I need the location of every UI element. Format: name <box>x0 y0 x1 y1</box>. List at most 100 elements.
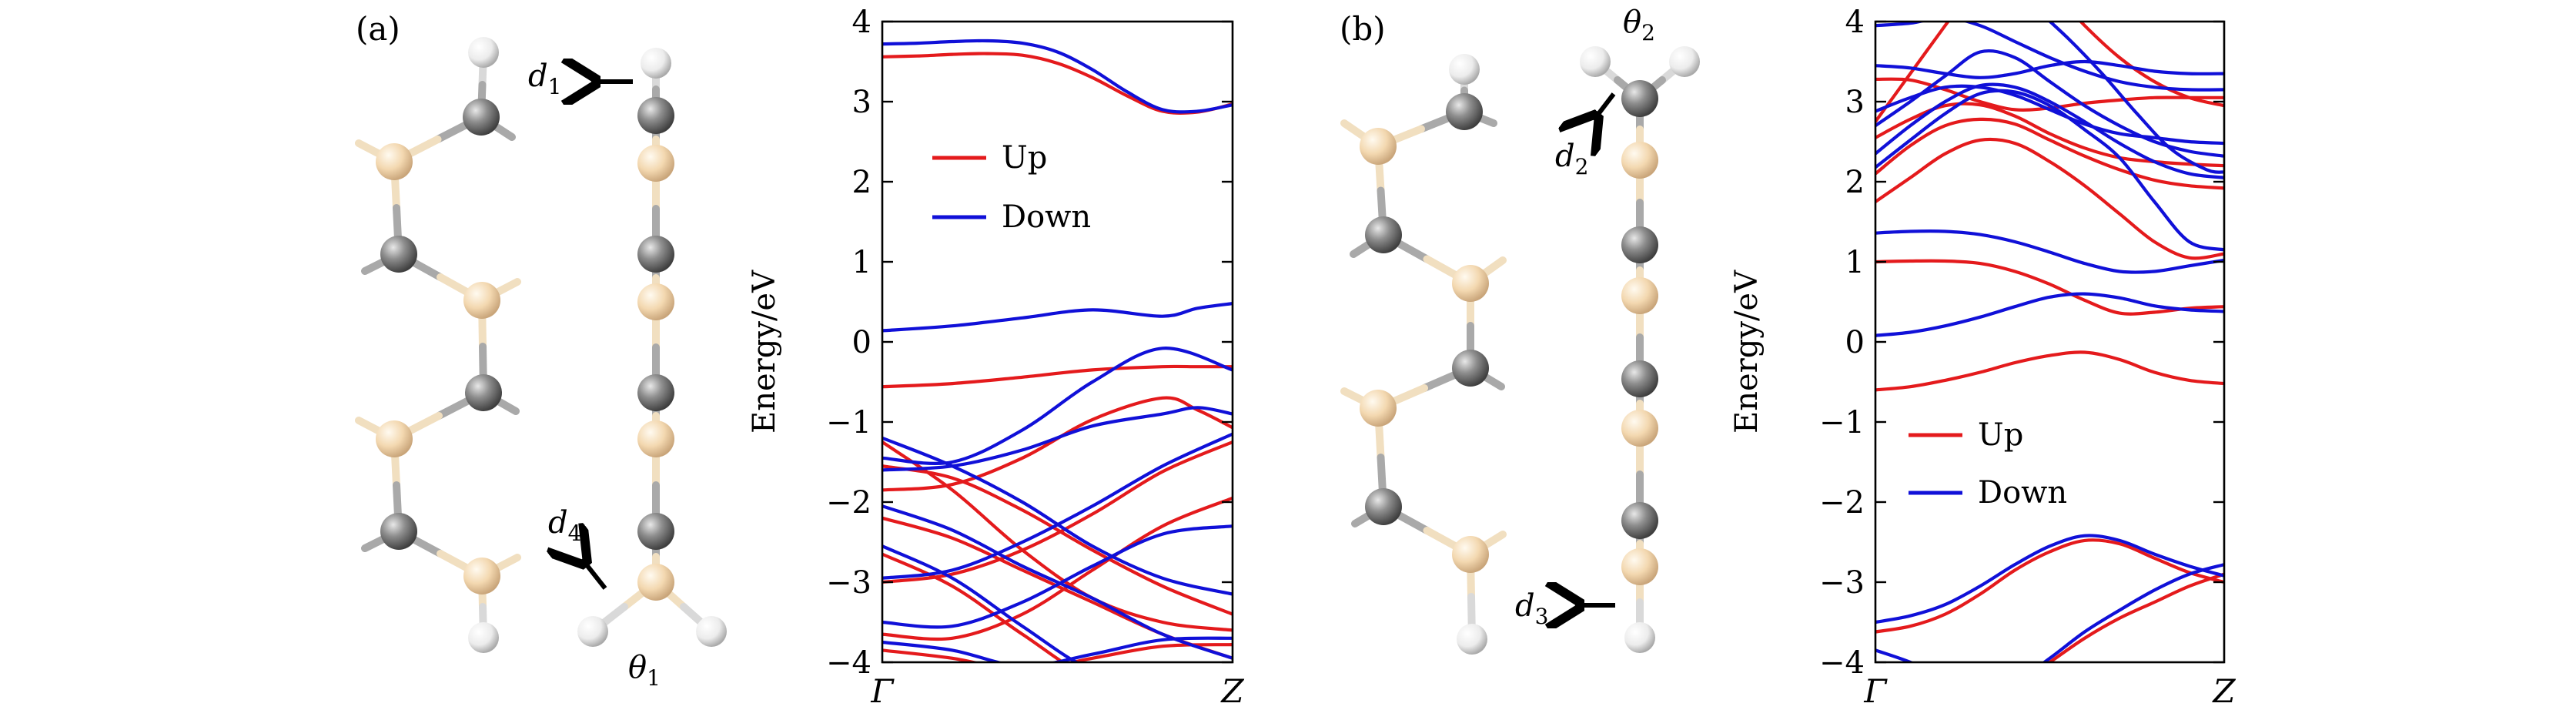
band-down-1 <box>1875 229 2224 274</box>
label-d4: d4 <box>548 505 581 546</box>
band-down-4 <box>1875 89 2224 252</box>
band-down-10 <box>2047 22 2224 174</box>
legend-a-down-label: Down <box>1002 199 1091 235</box>
boron-atom <box>376 420 413 457</box>
boron-atom <box>1621 142 1658 179</box>
ytick-label: 3 <box>1845 85 1865 120</box>
svg-text:d4: d4 <box>548 505 581 546</box>
chart-a-xtick-z: Z <box>1219 672 1244 710</box>
svg-text:θ2: θ2 <box>1623 5 1655 45</box>
chart-b-legend: Up Down <box>1909 417 2067 511</box>
carbon-atom <box>1621 502 1658 539</box>
zigzag-chain-a <box>355 37 521 653</box>
band-down-0 <box>1875 292 2224 337</box>
band-up-7 <box>882 552 1066 662</box>
band-up-1 <box>882 364 1233 389</box>
boron-atom <box>463 282 500 319</box>
ytick-label: 0 <box>852 325 871 360</box>
boron-atom <box>1452 265 1489 302</box>
ytick-label: 4 <box>1845 5 1865 40</box>
band-up-9 <box>2078 22 2224 108</box>
ytick-label: −2 <box>826 485 871 521</box>
boron-atom <box>1360 390 1397 427</box>
carbon-atom <box>465 374 502 411</box>
linear-chain-a <box>577 48 727 647</box>
boron-atom <box>637 145 674 182</box>
carbon-atom <box>1621 80 1658 117</box>
band-down-8 <box>1875 59 2224 79</box>
band-up-3 <box>2046 572 2224 662</box>
band-down-8 <box>882 544 1080 662</box>
band-down-4 <box>882 406 1233 472</box>
band-down-3 <box>1875 563 2224 662</box>
carbon-atom <box>1365 216 1402 253</box>
carbon-atom <box>637 97 674 134</box>
zigzag-chain-b <box>1340 54 1507 655</box>
band-down-1 <box>882 302 1233 333</box>
band-up-9 <box>882 440 1233 632</box>
band-up-2 <box>1875 538 2224 634</box>
hydrogen-atom <box>577 616 608 647</box>
carbon-atom <box>1621 360 1658 397</box>
band-up-6 <box>882 496 1233 641</box>
chart-b-xtick-gamma: Γ <box>1863 672 1888 710</box>
carbon-atom <box>1452 350 1489 387</box>
boron-atom <box>463 558 500 594</box>
panel-label-a: (a) <box>356 10 400 48</box>
boron-atom <box>1452 536 1489 573</box>
hydrogen-atom <box>1580 46 1611 77</box>
arrow-d4 <box>582 559 607 590</box>
structure-b: (b) θ2 d2 d3 <box>1340 5 1700 655</box>
chart-frame <box>881 20 1234 664</box>
hydrogen-atom <box>1669 46 1700 77</box>
chart-a-plot-area <box>882 39 1233 662</box>
carbon-atom <box>637 236 674 273</box>
band-up-3 <box>882 464 1233 616</box>
ytick-label: −1 <box>1819 405 1865 440</box>
band-down-6 <box>882 432 1233 580</box>
label-d3: d3 <box>1515 588 1548 629</box>
band-up-5 <box>1875 117 2224 190</box>
ytick-label: 2 <box>852 165 871 200</box>
structure-a: (a) d1 d4 θ1 <box>355 10 727 691</box>
band-up-8 <box>1875 22 1950 123</box>
ytick-label: 1 <box>1845 245 1865 280</box>
band-down-2 <box>1875 534 2224 625</box>
ytick-label: 0 <box>1845 325 1865 360</box>
ytick-label: −3 <box>826 565 871 601</box>
hydrogen-atom <box>1624 622 1655 653</box>
band-up-0 <box>1875 350 2224 392</box>
carbon-atom <box>637 513 674 550</box>
svg-text:d2: d2 <box>1555 139 1588 179</box>
boron-atom <box>1621 277 1658 314</box>
boron-atom <box>1621 548 1658 585</box>
ytick-label: 1 <box>852 245 871 280</box>
chart-a-legend: Up Down <box>932 140 1091 235</box>
panel-label-b: (b) <box>1340 10 1386 48</box>
band-up-8 <box>882 643 1233 662</box>
label-theta2: θ2 <box>1623 5 1655 45</box>
hydrogen-atom <box>696 616 727 647</box>
hydrogen-atom <box>1449 54 1480 85</box>
hydrogen-atom <box>1457 624 1487 655</box>
band-down-2 <box>882 347 1233 465</box>
ytick-label: −4 <box>1819 645 1865 681</box>
chart-b-xtick-z: Z <box>2211 672 2236 710</box>
carbon-atom <box>1365 488 1402 525</box>
ytick-label: 2 <box>1845 165 1865 200</box>
label-d1: d1 <box>528 59 561 99</box>
band-down-7 <box>882 524 1233 629</box>
hydrogen-atom <box>468 622 499 653</box>
ytick-label: 3 <box>852 85 871 120</box>
carbon-atom <box>637 374 674 411</box>
boron-atom <box>637 564 674 601</box>
arrow-d2 <box>1594 92 1616 120</box>
band-down-9 <box>1875 22 2224 92</box>
band-down-5 <box>1875 82 2224 179</box>
boron-atom <box>637 283 674 320</box>
